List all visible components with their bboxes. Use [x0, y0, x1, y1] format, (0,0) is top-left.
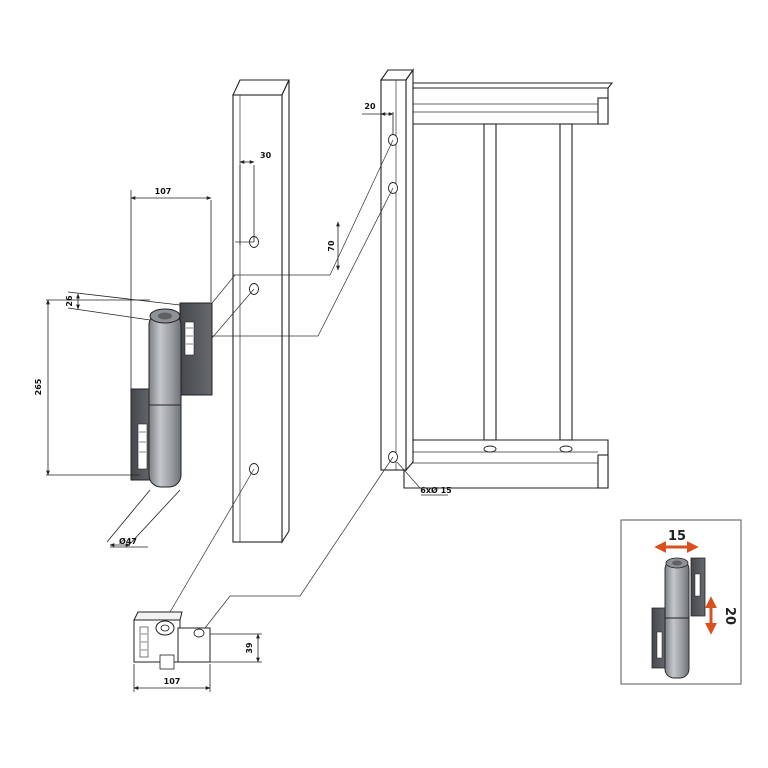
dim-107-top: 107: [155, 187, 172, 196]
dim-265: 265: [34, 378, 43, 395]
dimension-labels: 107 30 70 20 26 265 Ø47 6xØ 15 107 39: [34, 102, 452, 686]
dim-107-bottom: 107: [164, 677, 181, 686]
adjustment-inset: 15 20: [620, 519, 742, 685]
dim-70: 70: [327, 240, 336, 252]
upper-hinge: [130, 302, 213, 488]
bottom-hinge: [133, 611, 211, 670]
dim-diameter-47: Ø47: [119, 536, 137, 546]
dim-holes: 6xØ 15: [420, 485, 452, 495]
inset-horizontal-label: 15: [668, 529, 686, 544]
dimension-lines: [46, 112, 448, 692]
post: [232, 79, 290, 544]
dim-39: 39: [245, 642, 254, 654]
gate-frame: [379, 68, 614, 489]
dim-26: 26: [65, 295, 74, 307]
dim-30: 30: [260, 151, 272, 160]
construction-lines: [169, 139, 421, 629]
inset-vertical-label: 20: [722, 607, 737, 625]
dim-20: 20: [364, 102, 376, 111]
